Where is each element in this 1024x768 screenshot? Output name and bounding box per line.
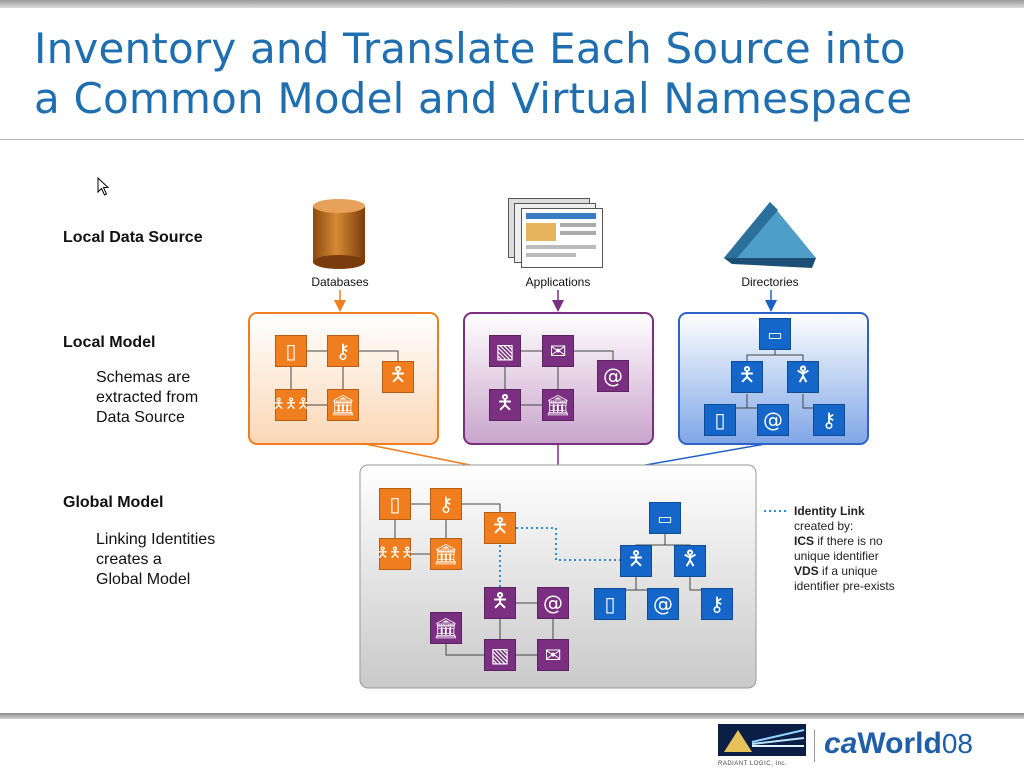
person-icon: 🯅 — [484, 587, 516, 619]
applications-screenshots-icon — [508, 198, 604, 268]
legend-title: Identity Link — [794, 504, 865, 518]
ca-world-logo: ca World 08 — [824, 727, 973, 760]
key-icon: ⚷ — [430, 488, 462, 520]
caption-directories: Directories — [741, 275, 799, 289]
title-divider — [0, 139, 1024, 140]
at-sign-icon: @ — [757, 404, 789, 436]
database-cylinder-icon — [313, 199, 365, 269]
top-bar — [0, 0, 1024, 8]
label-global-model: Global Model — [63, 494, 164, 511]
person-female-icon: 🯆 — [674, 545, 706, 577]
slide-title-line-1: Inventory and Translate Each Source into — [34, 24, 906, 73]
person-male-icon: 🯅 — [620, 545, 652, 577]
person-male-icon: 🯅 — [731, 361, 763, 393]
id-card-icon: ▯ — [379, 488, 411, 520]
key-icon: ⚷ — [701, 588, 733, 620]
slide-title-line-2: a Common Model and Virtual Namespace — [34, 74, 913, 123]
slide-title: Inventory and Translate Each Source into… — [34, 24, 1004, 124]
label-local-model: Local Model — [63, 334, 156, 351]
certificate-icon: ▧ — [484, 639, 516, 671]
certificate-icon: ▧ — [489, 335, 521, 367]
caption-databases: Databases — [311, 275, 369, 289]
group-icon: 🯅🯅🯅 — [273, 389, 309, 421]
label-local-data-source: Local Data Source — [63, 229, 203, 246]
key-icon: ⚷ — [813, 404, 845, 436]
group-icon: 🯅🯅🯅 — [377, 538, 413, 570]
envelope-icon: ✉ — [542, 335, 574, 367]
building-icon: 🏛 — [327, 389, 359, 421]
key-icon: ⚷ — [327, 335, 359, 367]
building-icon: 🏛 — [430, 538, 462, 570]
caption-applications: Applications — [525, 275, 591, 289]
global-model-description: Linking Identities creates a Global Mode… — [96, 531, 216, 588]
building-icon: 🏛 — [430, 612, 462, 644]
phone-icon: ▯ — [704, 404, 736, 436]
mouse-cursor-icon — [97, 177, 110, 196]
identity-link-legend: Identity Link created by: ICS if there i… — [794, 504, 944, 594]
badge-card-icon: ▭ — [649, 502, 681, 534]
directory-pyramid-icon — [724, 202, 816, 268]
building-icon: 🏛 — [542, 389, 574, 421]
phone-icon: ▯ — [594, 588, 626, 620]
person-icon: 🯅 — [382, 361, 414, 393]
radiant-logic-prism-icon — [718, 724, 806, 756]
id-card-icon: ▯ — [275, 335, 307, 367]
at-sign-icon: @ — [537, 587, 569, 619]
radiant-logic-logo: RADIANT LOGIC, Inc. — [718, 724, 806, 767]
local-model-description: Schemas are extracted from Data Source — [96, 369, 199, 426]
person-female-icon: 🯆 — [787, 361, 819, 393]
person-icon: 🯅 — [489, 389, 521, 421]
person-icon: 🯅 — [484, 512, 516, 544]
at-sign-icon: @ — [647, 588, 679, 620]
badge-card-icon: ▭ — [759, 318, 791, 350]
bottom-bar — [0, 713, 1024, 719]
envelope-icon: ✉ — [537, 639, 569, 671]
at-sign-icon: @ — [597, 360, 629, 392]
footer-divider — [814, 730, 815, 762]
